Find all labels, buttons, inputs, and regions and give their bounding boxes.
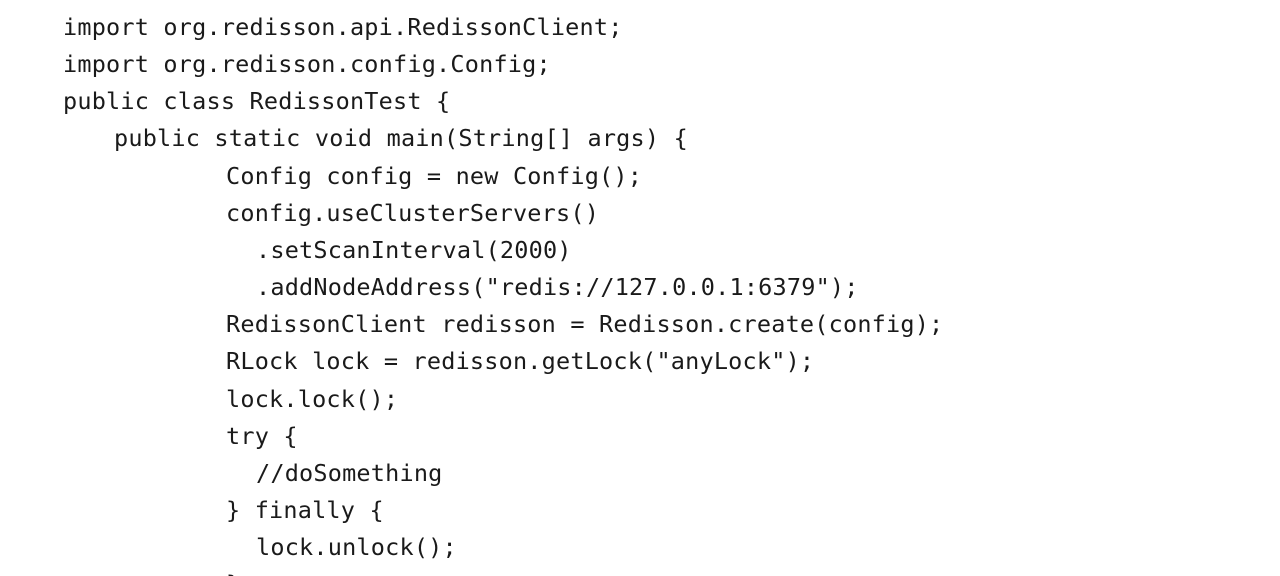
code-line: try { — [226, 422, 298, 450]
code-line: Config config = new Config(); — [226, 162, 643, 190]
code-line: lock.lock(); — [226, 385, 399, 413]
code-line: //doSomething — [256, 459, 443, 487]
code-line: RedissonClient redisson = Redisson.creat… — [226, 310, 944, 338]
code-line: } finally { — [226, 496, 384, 524]
code-line: .setScanInterval(2000) — [256, 236, 572, 264]
code-line: public class RedissonTest { — [63, 87, 451, 115]
code-line: import org.redisson.config.Config; — [63, 50, 551, 78]
code-line: import org.redisson.api.RedissonClient; — [63, 13, 623, 41]
code-line: config.useClusterServers() — [226, 199, 600, 227]
code-line: } — [226, 566, 240, 576]
code-line: .addNodeAddress("redis://127.0.0.1:6379"… — [256, 273, 859, 301]
code-line: public static void main(String[] args) { — [114, 124, 688, 152]
code-line: lock.unlock(); — [256, 533, 457, 561]
code-line: RLock lock = redisson.getLock("anyLock")… — [226, 347, 815, 375]
